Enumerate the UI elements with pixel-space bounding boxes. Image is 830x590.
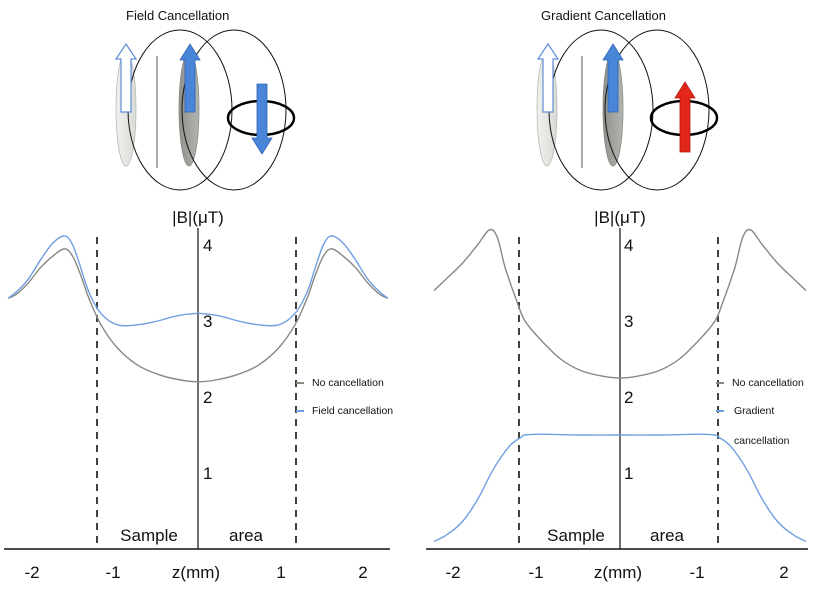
y-axis-label: |B|(μT) bbox=[594, 208, 646, 227]
x-tick-label: 1 bbox=[276, 563, 285, 582]
x-axis-label: z(mm) bbox=[172, 563, 220, 582]
light-blue-arrow-icon bbox=[114, 42, 138, 113]
series-line-cancellation bbox=[7, 235, 389, 327]
series-line-no-cancellation bbox=[7, 248, 389, 383]
panel-title: Field Cancellation bbox=[126, 8, 229, 23]
field-loop-right bbox=[604, 29, 710, 191]
field-loop-right bbox=[181, 29, 287, 191]
x-tick-label: -1 bbox=[528, 563, 543, 582]
x-tick-label: -1 bbox=[689, 563, 704, 582]
panel-field-cancellation: Field Cancellation |B|(μT) 4 3 2 1 -2 -1 1 2 z(mm… bbox=[4, 8, 393, 582]
x-tick-label: -1 bbox=[105, 563, 120, 582]
y-tick-label: 4 bbox=[203, 236, 212, 255]
y-tick-label: 3 bbox=[624, 312, 633, 331]
x-tick-label: 2 bbox=[779, 563, 788, 582]
chart-field-cancellation: |B|(μT) 4 3 2 1 -2 -1 1 2 z(mm) Sample area No cance… bbox=[4, 208, 393, 582]
blue-arrow-icon bbox=[602, 43, 624, 113]
legend-label: No cancellation bbox=[732, 377, 804, 389]
chart-gradient-cancellation: |B|(μT) 4 3 2 1 -2 -1 -1 2 z(mm) Sample area No canc… bbox=[426, 208, 808, 582]
y-axis-label: |B|(μT) bbox=[172, 208, 224, 227]
panel-title: Gradient Cancellation bbox=[541, 8, 666, 23]
field-loop-left bbox=[548, 29, 654, 191]
x-tick-label: 2 bbox=[358, 563, 367, 582]
x-tick-label: -2 bbox=[24, 563, 39, 582]
y-tick-label: 1 bbox=[203, 464, 212, 483]
y-tick-label: 2 bbox=[203, 388, 212, 407]
up-arrow-icon bbox=[674, 81, 696, 153]
coil-schematic bbox=[114, 29, 296, 191]
legend-label: Field cancellation bbox=[312, 405, 393, 417]
coil-schematic bbox=[536, 29, 719, 191]
y-tick-label: 4 bbox=[624, 236, 633, 255]
blue-arrow-icon bbox=[179, 43, 201, 113]
y-tick-label: 3 bbox=[203, 312, 212, 331]
x-axis-label: z(mm) bbox=[594, 563, 642, 582]
y-tick-label: 1 bbox=[624, 464, 633, 483]
sample-area-label: Sample bbox=[120, 526, 178, 545]
sample-area-label: area bbox=[650, 526, 685, 545]
panel-gradient-cancellation: Gradient Cancellation |B|(μT) 4 3 2 1 -2 -1 -1 2… bbox=[426, 8, 808, 582]
sample-area-label: area bbox=[229, 526, 264, 545]
down-arrow-icon bbox=[251, 83, 273, 155]
series-line-cancellation bbox=[433, 433, 807, 543]
legend-label: No cancellation bbox=[312, 377, 384, 389]
light-blue-arrow-icon bbox=[536, 42, 560, 113]
sample-area-label: Sample bbox=[547, 526, 605, 545]
y-tick-label: 2 bbox=[624, 388, 633, 407]
series-line-no-cancellation bbox=[433, 228, 807, 379]
x-tick-label: -2 bbox=[445, 563, 460, 582]
